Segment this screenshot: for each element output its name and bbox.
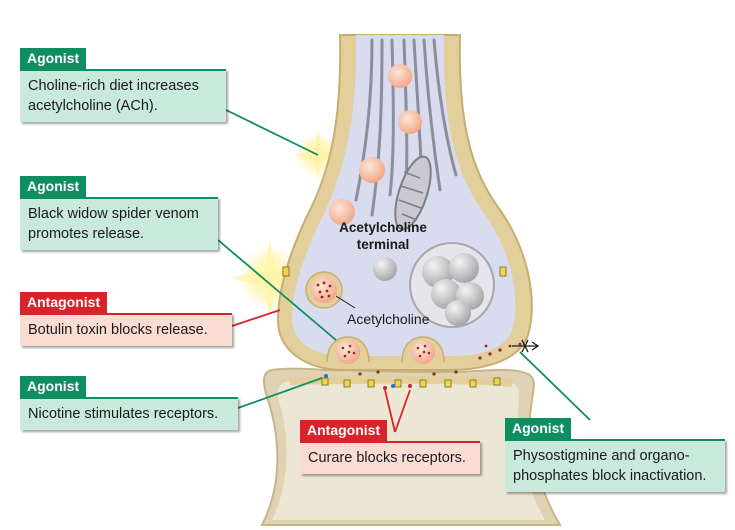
callout-line: Black widow spider venom xyxy=(28,206,199,222)
callout-physostigmine: Agonist Physostigmine and organo- phosph… xyxy=(505,418,725,492)
terminal-label-line2: terminal xyxy=(357,237,410,252)
callout-text: Black widow spider venom promotes releas… xyxy=(20,197,218,250)
antagonist-tag: Antagonist xyxy=(20,292,108,313)
inactivation-mark xyxy=(512,339,540,353)
callout-nicotine: Agonist Nicotine stimulates receptors. xyxy=(20,376,238,430)
callout-line: phosphates block inactivation. xyxy=(513,468,707,484)
callout-curare: Antagonist Curare blocks receptors. xyxy=(300,420,480,474)
leader-lines xyxy=(217,109,591,433)
terminal-label-line1: Acetylcholine xyxy=(339,220,427,235)
fusing-vesicles xyxy=(326,336,445,364)
callout-line: Curare blocks receptors. xyxy=(308,450,466,466)
free-vesicles xyxy=(329,64,422,225)
callout-spider-venom: Agonist Black widow spider venom promote… xyxy=(20,176,218,250)
membrane-channels xyxy=(282,266,507,277)
callout-line: Choline-rich diet increases xyxy=(28,78,199,94)
callout-line: Physostigmine and organo- xyxy=(513,448,690,464)
callout-text: Nicotine stimulates receptors. xyxy=(20,397,238,430)
antagonist-tag: Antagonist xyxy=(300,420,388,441)
callout-line: Nicotine stimulates receptors. xyxy=(28,406,219,422)
receptors xyxy=(321,377,501,388)
callout-text: Physostigmine and organo- phosphates blo… xyxy=(505,439,725,492)
callout-line: Botulin toxin blocks release. xyxy=(28,322,208,338)
agonist-tag: Agonist xyxy=(20,48,87,69)
mitochondrion-large xyxy=(409,242,495,328)
grey-organelle xyxy=(373,257,397,281)
callout-line: promotes release. xyxy=(28,226,145,242)
cleft-molecules xyxy=(324,342,522,390)
agonist-tag: Agonist xyxy=(505,418,572,439)
callout-text: Botulin toxin blocks release. xyxy=(20,313,232,346)
vesicle-label: Acetylcholine xyxy=(347,311,430,327)
agonist-tag: Agonist xyxy=(20,176,87,197)
callout-text: Choline-rich diet increases acetylcholin… xyxy=(20,69,226,122)
callout-choline-diet: Agonist Choline-rich diet increases acet… xyxy=(20,48,226,122)
callout-botulin-toxin: Antagonist Botulin toxin blocks release. xyxy=(20,292,232,346)
callout-text: Curare blocks receptors. xyxy=(300,441,480,474)
acetylcholine-vesicle xyxy=(305,271,343,309)
agonist-tag: Agonist xyxy=(20,376,87,397)
callout-line: acetylcholine (ACh). xyxy=(28,98,158,114)
mitochondrion-small xyxy=(394,155,432,231)
